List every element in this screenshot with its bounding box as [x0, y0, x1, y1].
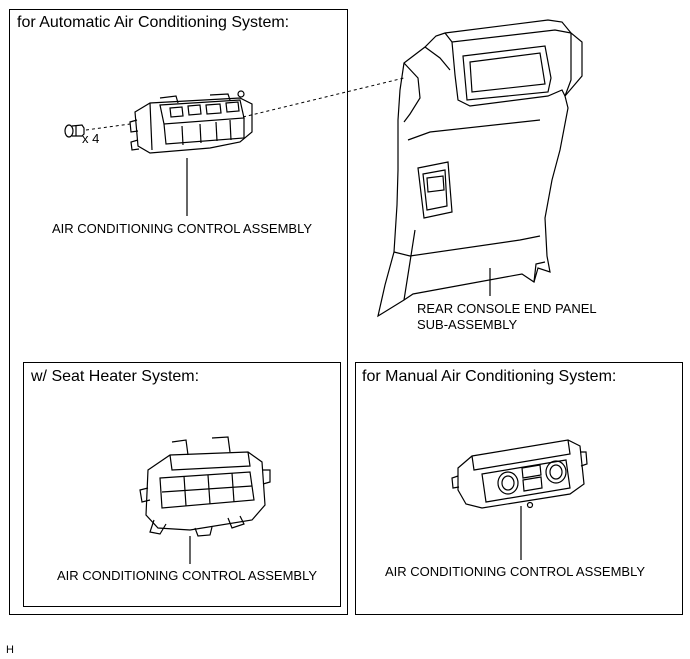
rear-console-label-line1: REAR CONSOLE END PANEL [417, 301, 597, 316]
screw-quantity-label: x 4 [82, 131, 100, 146]
screw-dashed-line [85, 123, 131, 131]
seat-heater-panel [23, 362, 341, 607]
ac-control-seat-drawing [139, 436, 271, 537]
ac-control-auto-drawing [129, 90, 253, 154]
ac-control-seat-label: AIR CONDITIONING CONTROL ASSEMBLY [57, 568, 318, 583]
automatic-ac-title: for Automatic Air Conditioning System: [17, 14, 290, 31]
rear-console-end-panel-drawing [377, 19, 583, 318]
automatic-ac-panel [9, 9, 348, 615]
ac-control-manual-label: AIR CONDITIONING CONTROL ASSEMBLY [385, 564, 646, 579]
rear-console-label-line2: SUB-ASSEMBLY [417, 317, 518, 332]
ac-control-auto-label: AIR CONDITIONING CONTROL ASSEMBLY [52, 221, 313, 236]
ac-control-manual-drawing [451, 439, 588, 509]
screw-icon [64, 124, 85, 138]
figure-code: H [6, 644, 14, 656]
manual-ac-title: for Manual Air Conditioning System: [362, 368, 617, 385]
seat-heater-title: w/ Seat Heater System: [31, 368, 200, 385]
manual-ac-panel [355, 362, 683, 615]
installation-dashed-line [242, 77, 405, 118]
